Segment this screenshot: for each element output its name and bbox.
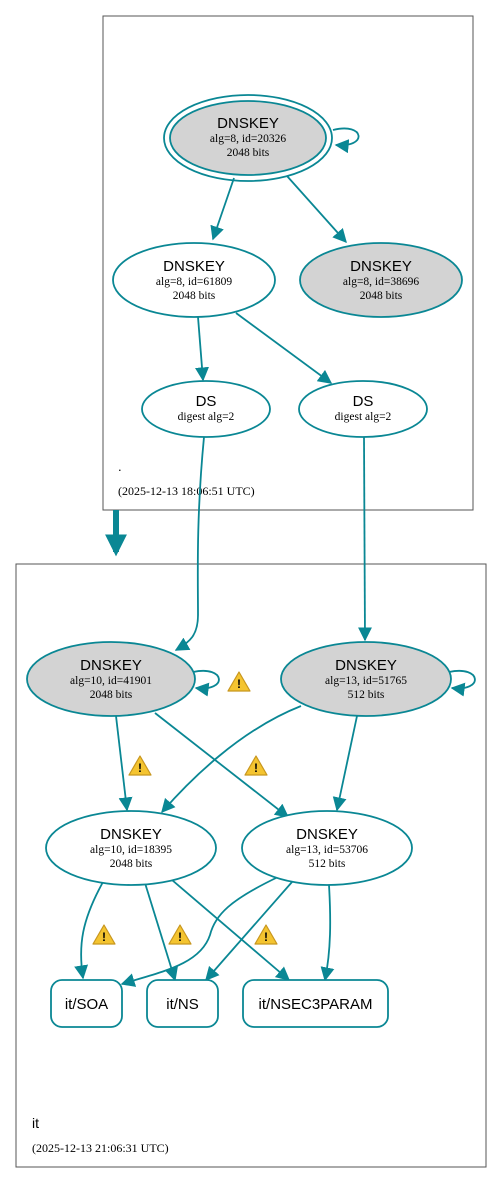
edge-it-ksk2-to-zsk1	[161, 705, 302, 814]
node-ds2-line1: digest alg=2	[335, 411, 392, 423]
svg-text:!: !	[178, 930, 182, 944]
node-it-zsk2-title: DNSKEY	[296, 826, 358, 843]
edge-root-ksk-to-key3	[286, 175, 347, 244]
svg-text:!: !	[102, 930, 106, 944]
node-root-zsk-line1: alg=8, id=61809	[156, 276, 232, 288]
edge-root-ksk-self	[332, 127, 360, 154]
svg-text:!: !	[264, 930, 268, 944]
edge-ds1-to-it-ksk1	[174, 436, 205, 651]
edge-ds2-to-it-ksk2	[357, 436, 372, 642]
edge-it-ksk1-to-zsk2	[154, 712, 290, 818]
node-it-zsk1-title: DNSKEY	[100, 826, 162, 843]
node-ds1-title: DS	[196, 393, 217, 410]
node-root-zsk-title: DNSKEY	[163, 258, 225, 275]
edge-zsk1-to-ns	[144, 882, 178, 982]
edge-root-zsk-to-ds1	[195, 316, 209, 382]
zone-it-timestamp: (2025-12-13 21:06:31 UTC)	[32, 1141, 169, 1155]
node-ds2[interactable]: DS digest alg=2	[298, 380, 428, 438]
node-it-zsk2-line2: 512 bits	[309, 858, 346, 870]
node-root-zsk-line2: 2048 bits	[173, 290, 216, 302]
node-root-ksk-line2: 2048 bits	[227, 147, 270, 159]
node-root-ksk-title: DNSKEY	[217, 115, 279, 132]
node-root-key3-title: DNSKEY	[350, 258, 412, 275]
warning-icon[interactable]: !	[254, 924, 278, 945]
node-it-zsk1-line1: alg=10, id=18395	[90, 844, 172, 856]
node-it-zsk1-line2: 2048 bits	[110, 858, 153, 870]
node-it-ksk2[interactable]: DNSKEY alg=13, id=51765 512 bits	[280, 641, 452, 717]
node-rr-nsec3param[interactable]: it/NSEC3PARAM	[242, 979, 389, 1028]
node-it-ksk2-line2: 512 bits	[348, 689, 385, 701]
svg-text:!: !	[138, 761, 142, 775]
zone-root-name: .	[118, 459, 122, 474]
node-root-zsk[interactable]: DNSKEY alg=8, id=61809 2048 bits	[112, 242, 276, 318]
edge-zsk1-to-soa	[74, 881, 104, 980]
node-it-ksk2-title: DNSKEY	[335, 657, 397, 674]
node-ds2-title: DS	[353, 393, 374, 410]
node-it-zsk1[interactable]: DNSKEY alg=10, id=18395 2048 bits	[45, 810, 217, 886]
svg-text:!: !	[254, 761, 258, 775]
edge-zsk2-to-ns	[205, 881, 293, 982]
node-root-key3[interactable]: DNSKEY alg=8, id=38696 2048 bits	[299, 242, 463, 318]
zone-root-timestamp: (2025-12-13 18:06:51 UTC)	[118, 484, 255, 498]
edge-zsk2-to-nsec3param	[320, 884, 335, 982]
zone-box-root	[102, 15, 474, 511]
edge-root-ksk-to-zsk	[210, 177, 235, 241]
node-root-ksk[interactable]: DNSKEY alg=8, id=20326 2048 bits	[163, 94, 333, 182]
node-it-ksk1-title: DNSKEY	[80, 657, 142, 674]
svg-text:!: !	[237, 677, 241, 691]
node-it-zsk2[interactable]: DNSKEY alg=13, id=53706 512 bits	[241, 810, 413, 886]
edge-it-ksk2-to-zsk2	[332, 715, 358, 812]
node-rr-soa[interactable]: it/SOA	[50, 979, 123, 1028]
node-rr-soa-label: it/SOA	[65, 996, 108, 1013]
node-root-ksk-line1: alg=8, id=20326	[210, 133, 286, 145]
edge-zsk2-to-soa	[120, 876, 279, 987]
edge-root-zsk-to-ds2	[235, 312, 333, 384]
warning-icon[interactable]: !	[227, 671, 251, 692]
node-it-ksk2-line1: alg=13, id=51765	[325, 675, 407, 687]
node-root-key3-line1: alg=8, id=38696	[343, 276, 419, 288]
node-it-ksk1-line1: alg=10, id=41901	[70, 675, 152, 687]
zone-it-name: it	[32, 1115, 39, 1131]
node-root-key3-line2: 2048 bits	[360, 290, 403, 302]
warning-icon[interactable]: !	[168, 924, 192, 945]
node-rr-nsec3param-label: it/NSEC3PARAM	[259, 996, 373, 1013]
node-rr-ns-label: it/NS	[166, 996, 199, 1013]
node-it-ksk1[interactable]: DNSKEY alg=10, id=41901 2048 bits	[26, 641, 196, 717]
edge-zsk1-to-nsec3param	[171, 879, 291, 981]
edge-it-ksk1-to-zsk1	[115, 715, 133, 812]
edge-it-ksk2-self	[448, 669, 476, 697]
edge-it-ksk1-self	[192, 669, 220, 697]
node-rr-ns[interactable]: it/NS	[146, 979, 219, 1028]
node-it-ksk1-line2: 2048 bits	[90, 689, 133, 701]
warning-icon[interactable]: !	[128, 755, 152, 776]
warning-icon[interactable]: !	[92, 924, 116, 945]
node-ds1[interactable]: DS digest alg=2	[141, 380, 271, 438]
warning-icon[interactable]: !	[244, 755, 268, 776]
zone-box-it	[15, 563, 487, 1168]
node-it-zsk2-line1: alg=13, id=53706	[286, 844, 368, 856]
node-ds1-line1: digest alg=2	[178, 411, 235, 423]
